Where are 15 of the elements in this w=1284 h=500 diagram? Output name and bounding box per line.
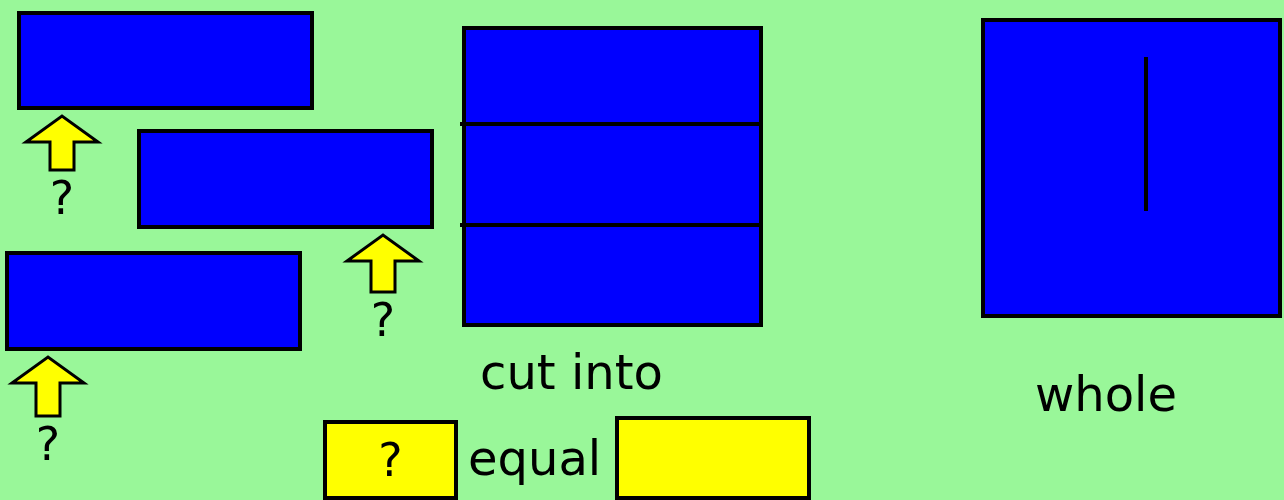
rectangle (5, 251, 302, 351)
block-arrow (342, 233, 424, 294)
block-arrow (21, 114, 103, 172)
question-mark: ? (28, 418, 68, 470)
block-arrow (7, 355, 89, 418)
answer-box (615, 416, 811, 500)
square (462, 26, 763, 327)
square (981, 18, 1282, 318)
rectangle (137, 129, 434, 229)
rectangle (17, 11, 314, 110)
question-mark: ? (42, 172, 82, 224)
word-label: whole (1035, 370, 1177, 418)
answer-box: ? (323, 420, 458, 500)
question-mark: ? (363, 294, 403, 346)
word-label: cut into (480, 348, 663, 396)
